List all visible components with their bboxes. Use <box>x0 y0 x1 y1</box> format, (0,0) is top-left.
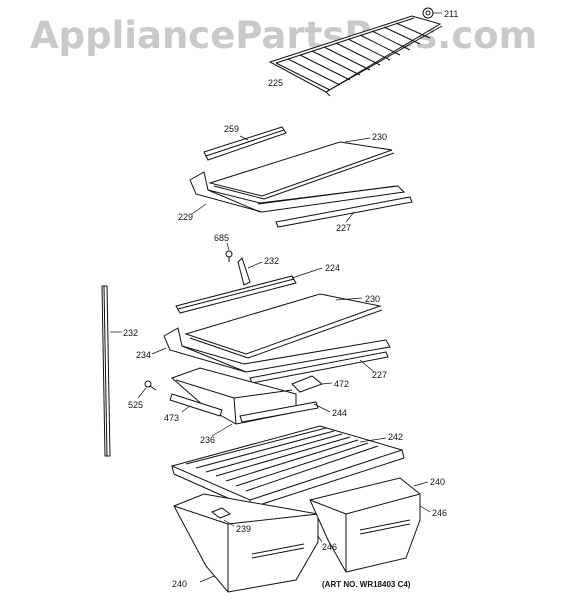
callout-229: 229 <box>178 212 194 222</box>
callout-230-lower: 230 <box>365 294 381 304</box>
screw-685 <box>225 242 233 262</box>
shelf-clip-211 <box>422 7 442 19</box>
callout-246-right: 246 <box>432 508 448 518</box>
callout-239: 239 <box>236 524 252 534</box>
callout-246-center: 246 <box>322 542 338 552</box>
callout-232-short: 232 <box>264 256 280 266</box>
crisper-drawer-right <box>309 477 431 573</box>
screw-525 <box>137 380 157 399</box>
wire-shelf-225 <box>268 15 443 97</box>
callout-240-right: 240 <box>430 477 446 487</box>
glass-shelf-230-lower <box>184 293 383 359</box>
callout-244: 244 <box>332 408 348 418</box>
callout-227-upper: 227 <box>336 223 352 233</box>
callout-242: 242 <box>388 432 404 442</box>
shelf-rail-227-upper <box>275 196 413 228</box>
glass-shelf-230-upper <box>208 137 395 200</box>
shelf-trim-259 <box>203 126 287 161</box>
callout-236: 236 <box>200 435 216 445</box>
shelf-frame-234 <box>151 327 391 373</box>
bracket-232-long <box>101 285 122 457</box>
shelf-rail-227-lower <box>249 351 389 384</box>
watermark-logo: AppliancePartsPros.com <box>30 14 538 57</box>
callout-525: 525 <box>128 400 144 410</box>
art-number: (ART NO. WR18403 C4) <box>322 580 411 589</box>
callout-230-upper: 230 <box>372 132 388 142</box>
callout-472: 472 <box>334 379 350 389</box>
callout-225: 225 <box>268 78 284 88</box>
callout-224: 224 <box>325 263 341 273</box>
callout-227-lower: 227 <box>372 370 388 380</box>
callout-232-long: 232 <box>123 328 139 338</box>
bracket-232-short <box>237 257 263 286</box>
callout-211: 211 <box>444 9 459 19</box>
callout-240-left: 240 <box>172 579 188 589</box>
crisper-cover-242 <box>170 425 405 509</box>
callout-259: 259 <box>224 124 240 134</box>
callout-234: 234 <box>136 350 152 360</box>
drawer-slide-473 <box>169 393 223 417</box>
crisper-drawer-left <box>173 493 319 593</box>
drawer-cover-bar-244 <box>239 401 331 423</box>
callout-473: 473 <box>164 413 180 423</box>
drawer-slide-472 <box>291 375 333 393</box>
shelf-trim-224 <box>175 267 323 314</box>
shelf-frame-229 <box>189 171 406 215</box>
callout-685: 685 <box>214 233 230 243</box>
